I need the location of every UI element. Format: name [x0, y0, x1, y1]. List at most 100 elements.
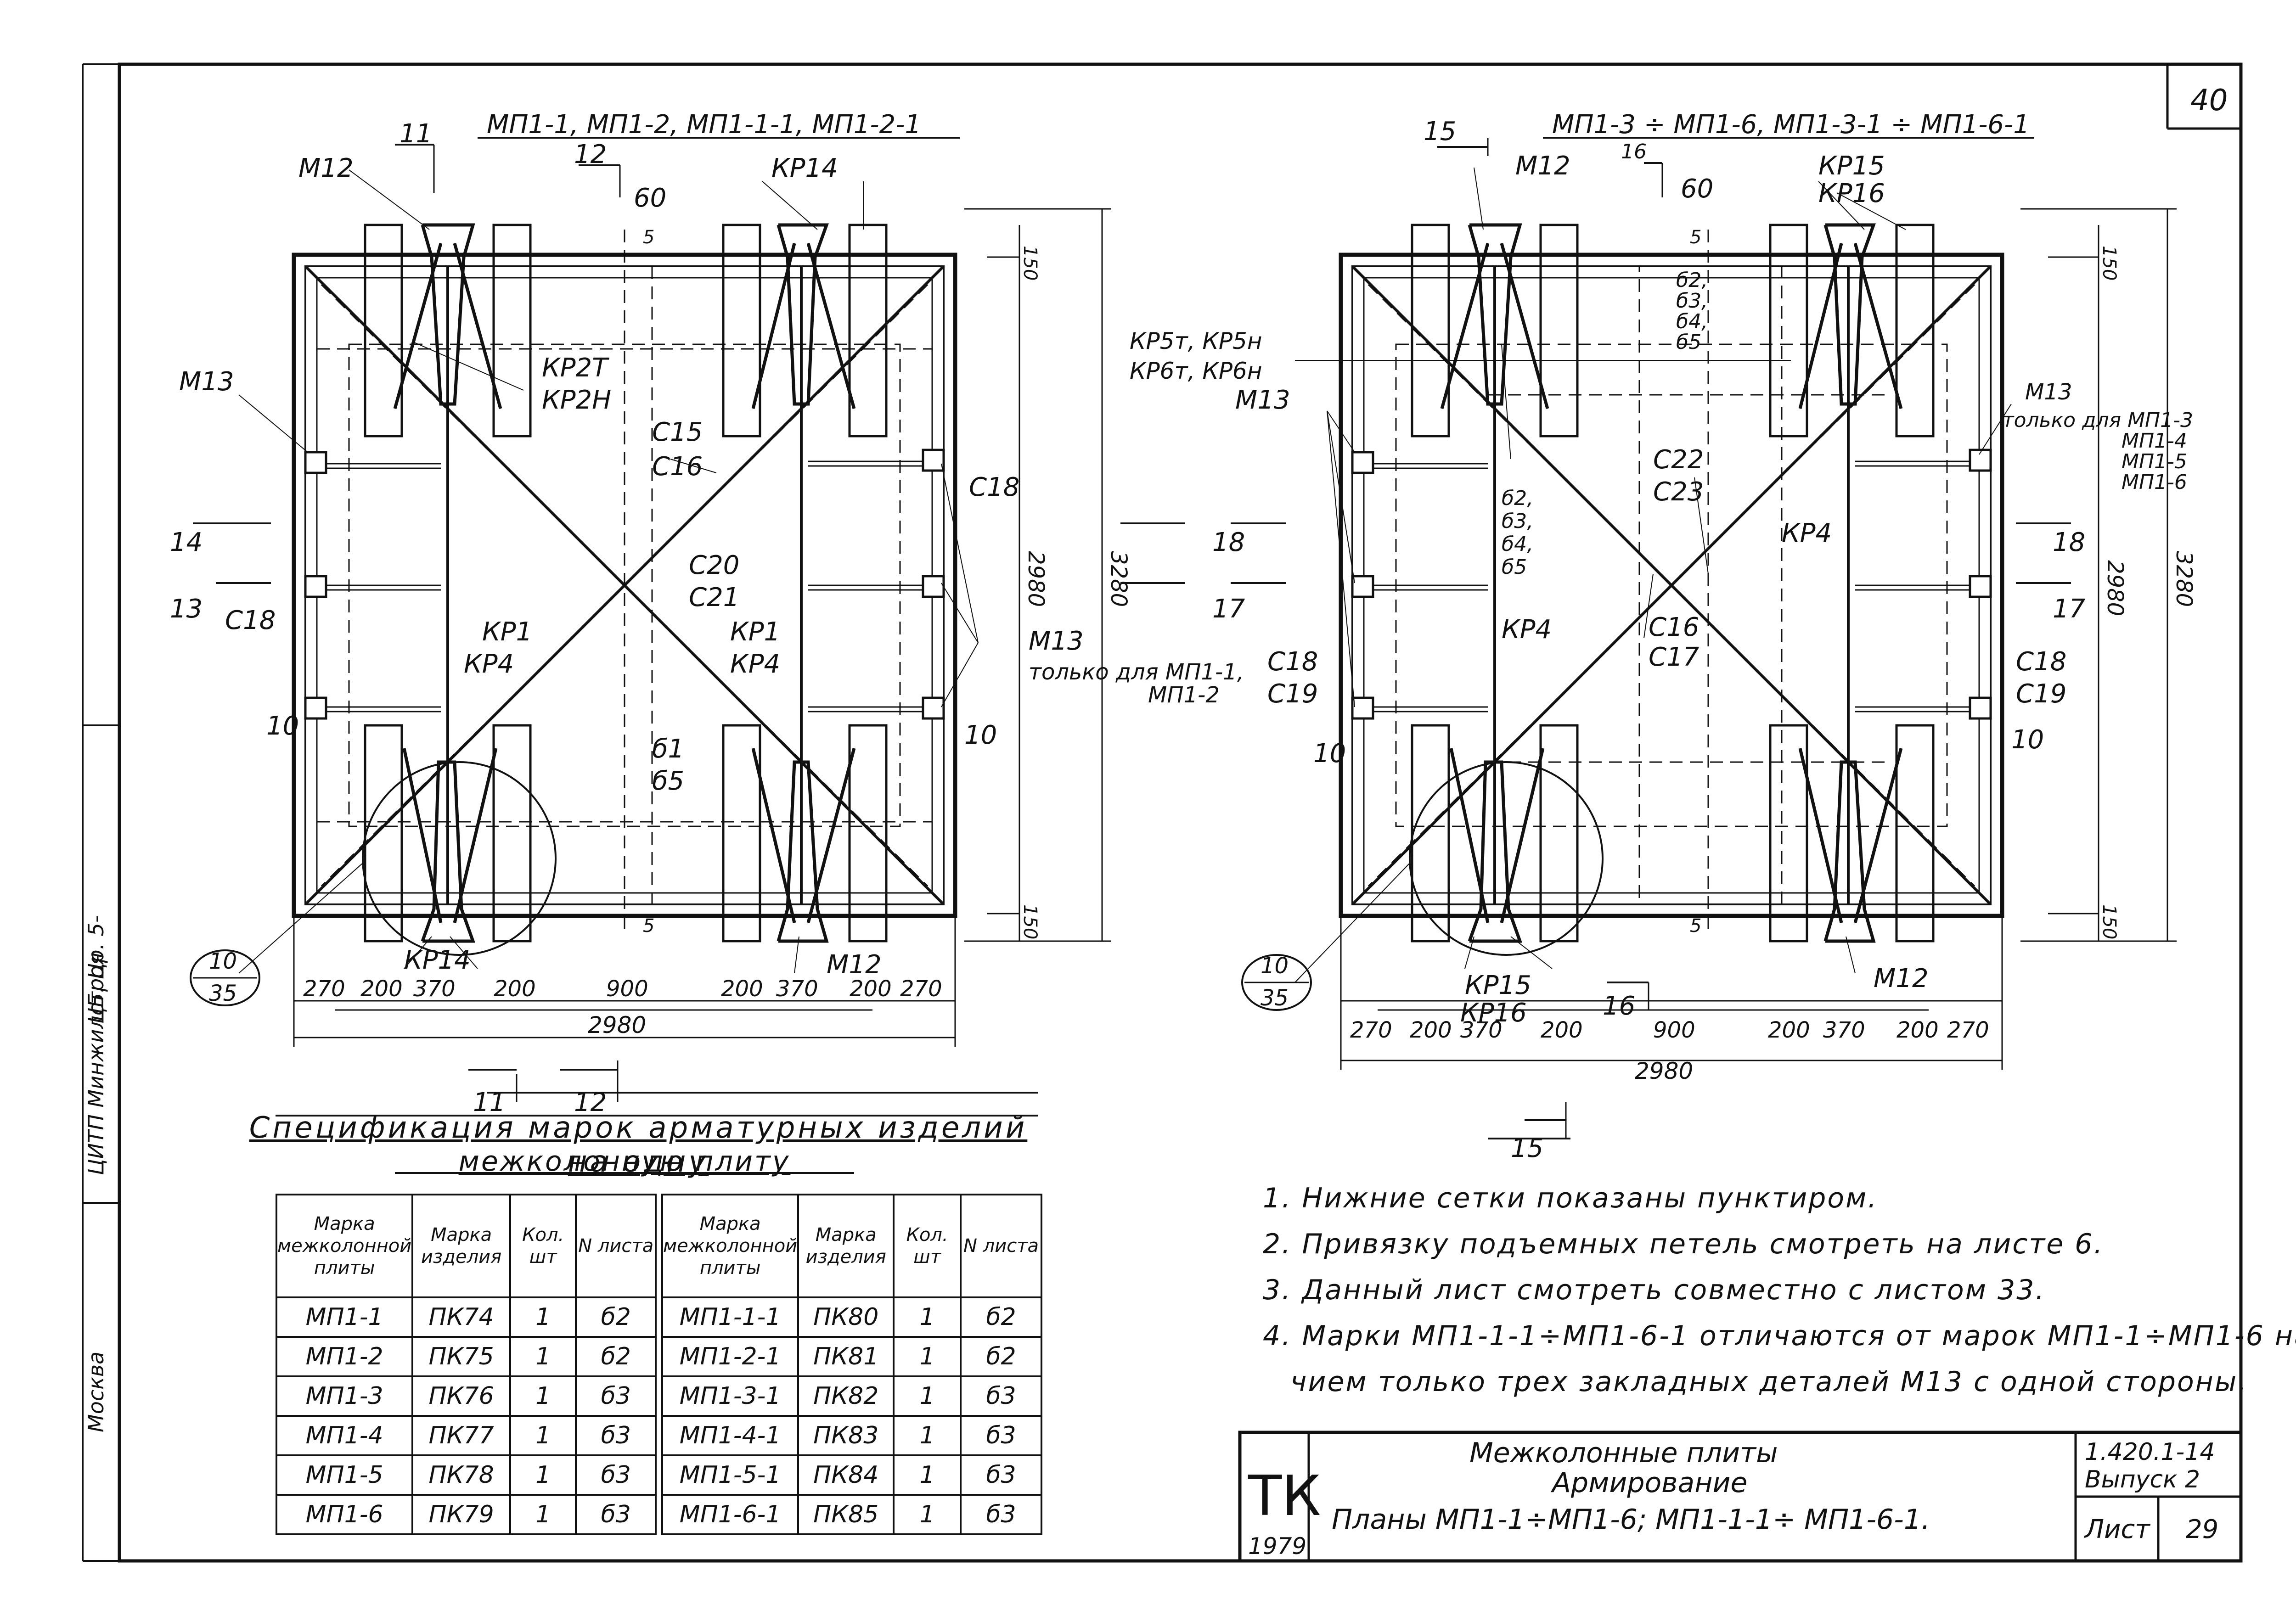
- svg-text:КР14: КР14: [404, 945, 471, 975]
- svg-text:13: 13: [170, 594, 203, 624]
- svg-text:С19: С19: [2016, 679, 2066, 709]
- svg-text:270: 270: [1947, 1017, 1989, 1043]
- svg-text:270: 270: [303, 976, 345, 1002]
- svg-text:С20: С20: [689, 550, 739, 580]
- svg-text:370: 370: [1823, 1017, 1865, 1043]
- title-sheet-number: 29: [2186, 1515, 2218, 1544]
- svg-text:60: 60: [634, 183, 666, 213]
- svg-text:б5: б5: [1502, 555, 1527, 579]
- svg-text:900: 900: [1653, 1017, 1695, 1043]
- svg-text:270: 270: [900, 976, 942, 1002]
- svg-text:11: 11: [473, 1088, 506, 1117]
- spec-table-right: Марка межколонной плиты Марка изделия Ко…: [661, 1194, 1042, 1535]
- svg-text:35: 35: [1261, 985, 1289, 1011]
- svg-text:б2,: б2,: [1502, 487, 1533, 510]
- spec-title: Спецификация марок арматурных изделий на…: [249, 1111, 1028, 1179]
- svg-text:МП1-6: МП1-6: [2122, 471, 2187, 494]
- svg-text:б5: б5: [1676, 331, 1701, 354]
- svg-text:КР1: КР1: [482, 617, 532, 647]
- left-plan: [190, 137, 1176, 1174]
- svg-text:С16: С16: [652, 452, 703, 482]
- svg-text:10: 10: [209, 948, 237, 974]
- spec-header: Марка межколонной плиты: [661, 1194, 799, 1298]
- svg-text:КР16: КР16: [1460, 998, 1527, 1028]
- svg-text:3280: 3280: [1106, 551, 1131, 607]
- sheet-frame: [82, 62, 2243, 1563]
- svg-text:С15: С15: [652, 417, 703, 447]
- svg-text:М12: М12: [827, 950, 882, 980]
- svg-text:только для МП1-1,: только для МП1-1,: [1029, 659, 1244, 685]
- title-block-frame: [1238, 1431, 2243, 1563]
- sheet-number: 40: [2190, 84, 2228, 118]
- svg-text:КР1: КР1: [730, 617, 780, 647]
- spec-subtitle: межколонную плиту: [458, 1145, 791, 1178]
- svg-text:М12: М12: [1874, 964, 1929, 993]
- svg-text:370: 370: [1460, 1017, 1503, 1043]
- svg-text:2980: 2980: [2102, 560, 2128, 616]
- left-plan-labels: МП1-1, МП1-2, МП1-1-1, МП1-2-1 М12 11 12…: [170, 110, 1244, 1117]
- left-plan-title: МП1-1, МП1-2, МП1-1-1, МП1-2-1: [487, 110, 921, 140]
- svg-text:С17: С17: [1649, 642, 1699, 672]
- title-sheet-label: Лист: [2084, 1515, 2150, 1544]
- svg-text:б1: б1: [652, 734, 684, 764]
- svg-text:М13: М13: [1029, 626, 1084, 656]
- svg-text:12: 12: [574, 140, 607, 169]
- svg-text:200: 200: [1541, 1017, 1583, 1043]
- svg-text:КР2Т: КР2Т: [542, 353, 609, 383]
- svg-text:200: 200: [850, 976, 892, 1002]
- svg-text:370: 370: [413, 976, 456, 1002]
- title-org: ТК: [1248, 1464, 1321, 1528]
- right-plan-title: МП1-3 ÷ МП1-6, МП1-3-1 ÷ МП1-6-1: [1552, 110, 2030, 140]
- right-plan-labels: МП1-3 ÷ МП1-6, МП1-3-1 ÷ МП1-6-1 15 М12 …: [1130, 110, 2197, 1163]
- spec-header: Кол. шт: [509, 1194, 577, 1298]
- svg-text:150: 150: [1019, 904, 1041, 939]
- svg-text:60: 60: [1681, 174, 1713, 204]
- svg-text:б4,: б4,: [1676, 310, 1708, 333]
- svg-text:КР4: КР4: [464, 649, 514, 679]
- svg-text:11: 11: [400, 119, 432, 149]
- svg-text:18: 18: [1212, 527, 1245, 557]
- svg-text:200: 200: [494, 976, 536, 1002]
- svg-text:б3,: б3,: [1676, 289, 1708, 313]
- svg-text:17: 17: [2053, 594, 2086, 624]
- svg-text:С18: С18: [2016, 647, 2066, 677]
- notes: 1. Нижние сетки показаны пунктиром. 2. П…: [1263, 1175, 2296, 1405]
- svg-text:С19: С19: [1267, 679, 1318, 709]
- svg-text:С18: С18: [969, 472, 1019, 502]
- svg-text:270: 270: [1350, 1017, 1392, 1043]
- svg-text:18: 18: [2053, 527, 2085, 557]
- svg-text:5: 5: [643, 915, 654, 937]
- svg-text:15: 15: [1424, 117, 1456, 146]
- svg-text:М12: М12: [298, 153, 354, 183]
- side-stamp: ЦИТП Минжилстроя ЦБ. Цр. 5- Москва: [84, 915, 108, 1432]
- note-1: 1. Нижние сетки показаны пунктиром.: [1263, 1182, 1878, 1214]
- svg-text:КР2Н: КР2Н: [542, 385, 611, 415]
- note-3: 3. Данный лист смотреть совместно с лист…: [1263, 1274, 2046, 1306]
- svg-text:б4,: б4,: [1502, 533, 1533, 556]
- svg-text:150: 150: [2099, 904, 2120, 939]
- note-2: 2. Привязку подъемных петель смотреть на…: [1263, 1228, 2104, 1260]
- svg-text:МП1-2: МП1-2: [1148, 682, 1220, 708]
- svg-text:КР14: КР14: [771, 153, 838, 183]
- svg-text:С18: С18: [1267, 647, 1318, 677]
- svg-text:КР15: КР15: [1818, 151, 1885, 181]
- svg-text:200: 200: [360, 976, 403, 1002]
- side-stamp-code: ЦБ. Цр. 5-: [84, 915, 108, 1024]
- svg-text:КР4: КР4: [1782, 518, 1832, 548]
- spec-header: N листа: [960, 1194, 1042, 1298]
- svg-text:370: 370: [776, 976, 818, 1002]
- svg-text:2980: 2980: [1635, 1058, 1693, 1084]
- svg-text:КР15: КР15: [1465, 971, 1531, 1000]
- svg-text:С22: С22: [1653, 445, 1704, 475]
- title-issue: Выпуск 2: [2085, 1466, 2200, 1493]
- side-stamp-org: ЦИТП Минжилстроя: [84, 953, 108, 1175]
- title-line3: Планы МП1-1÷МП1-6; МП1-1-1÷ МП1-6-1.: [1332, 1504, 1930, 1536]
- spec-table-left: Марка межколонной плиты Марка изделия Ко…: [275, 1194, 657, 1535]
- svg-text:б2,: б2,: [1676, 269, 1708, 292]
